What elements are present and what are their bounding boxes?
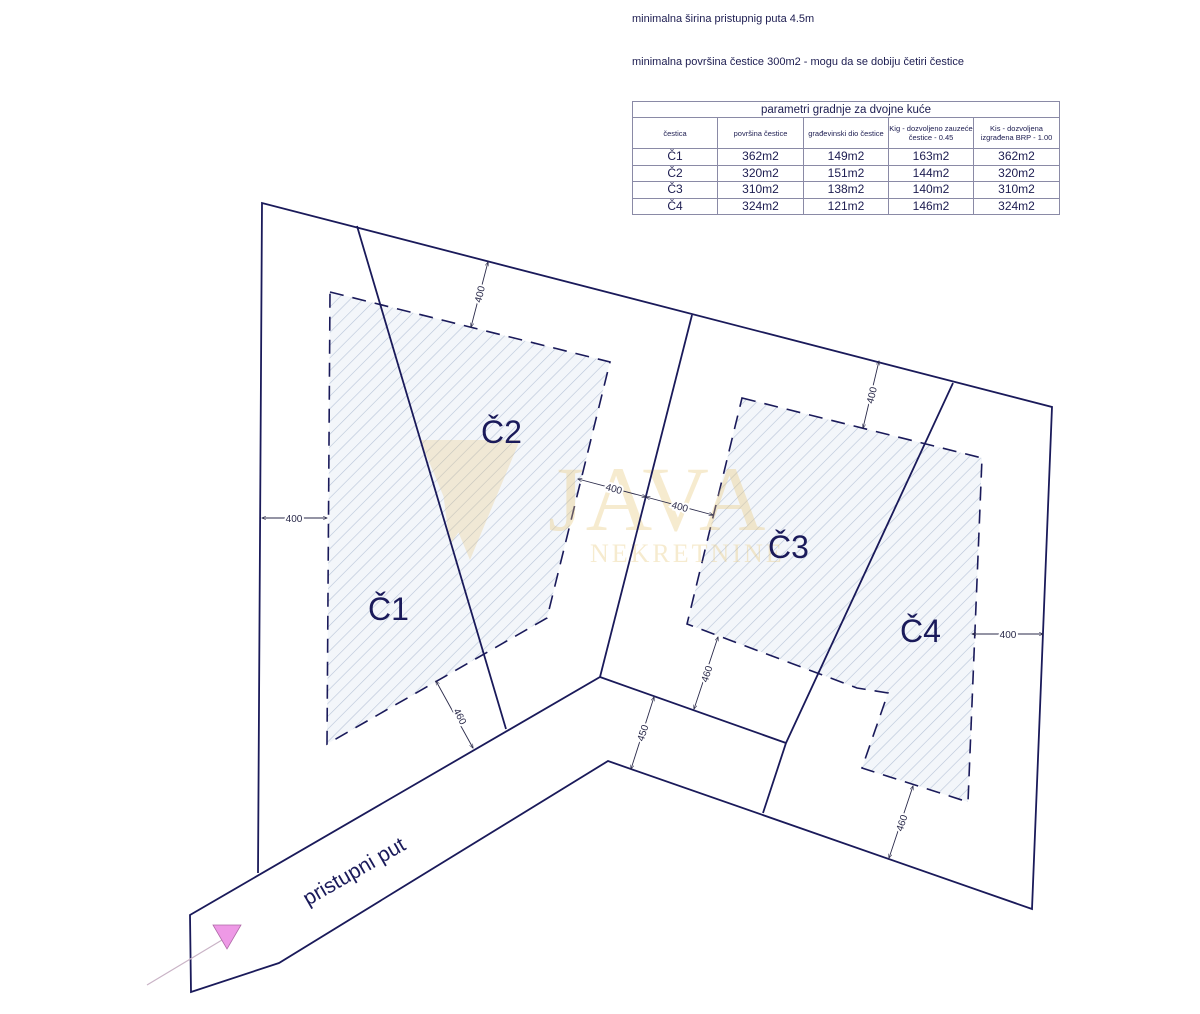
watermark-logo-icon (420, 440, 520, 560)
col-header-kis: Kis - dozvoljena izgrađena BRP - 1.00 (972, 117, 1061, 149)
dim-c4-right: 400 (1000, 630, 1017, 641)
divider-c3-c4 (762, 382, 954, 814)
dim-c2-top: 400 (473, 285, 488, 304)
dim-c1-left: 400 (286, 514, 303, 525)
note-min-road-width: minimalna širina pristupnig puta 4.5m (632, 13, 815, 25)
cell: Č3 (632, 181, 718, 199)
plot-label-c2: Č2 (481, 414, 522, 450)
dim-c1-road: 460 (450, 707, 468, 727)
cell: 121m2 (803, 197, 889, 215)
watermark: JAVA NEKRETNINE (420, 440, 785, 568)
watermark-main-text: JAVA (548, 448, 767, 550)
col-header-building-area: građevinski dio čestice (803, 117, 889, 149)
building-zone-c1-c2 (326, 290, 611, 746)
col-header-plot: čestica (632, 117, 718, 149)
cell: 320m2 (972, 164, 1061, 182)
building-parameters-table: parametri gradnje za dvojne kuće čestica… (631, 101, 1061, 215)
entry-arrow-icon (146, 924, 242, 986)
plot-label-c1: Č1 (368, 591, 409, 627)
outer-boundary (189, 201, 1053, 994)
col-header-kig: Kig - dozvoljeno zauzeće čestice - 0.45 (888, 117, 974, 149)
table-row: Č4 324m2 121m2 146m2 324m2 (632, 197, 1061, 215)
table-header-row: čestica površina čestice građevinski dio… (632, 117, 1061, 149)
plot-label-c4: Č4 (900, 613, 941, 649)
cell: 324m2 (972, 197, 1061, 215)
building-zone-c3-c4 (686, 397, 983, 804)
divider-c1-c2 (356, 225, 507, 730)
cell: 324m2 (717, 197, 804, 215)
note-min-plot-area: minimalna površina čestice 300m2 - mogu … (632, 56, 964, 68)
cell: 149m2 (803, 148, 889, 166)
cell: 362m2 (717, 148, 804, 166)
road-label: pristupni put (299, 833, 410, 910)
dim-c3-top: 400 (865, 386, 880, 405)
col-header-plot-area: površina čestice (717, 117, 804, 149)
dim-road-width: 450 (636, 723, 652, 743)
dim-c3-road: 460 (700, 664, 716, 684)
cell: Č4 (632, 197, 718, 215)
watermark-sub-text: NEKRETNINE (590, 539, 785, 568)
plot-label-c3: Č3 (768, 529, 809, 565)
cell: 362m2 (972, 148, 1061, 166)
dimension-lines (262, 262, 1043, 858)
cell: 146m2 (888, 197, 974, 215)
dim-c4-bottom: 460 (895, 813, 911, 833)
cell: 320m2 (717, 164, 804, 182)
